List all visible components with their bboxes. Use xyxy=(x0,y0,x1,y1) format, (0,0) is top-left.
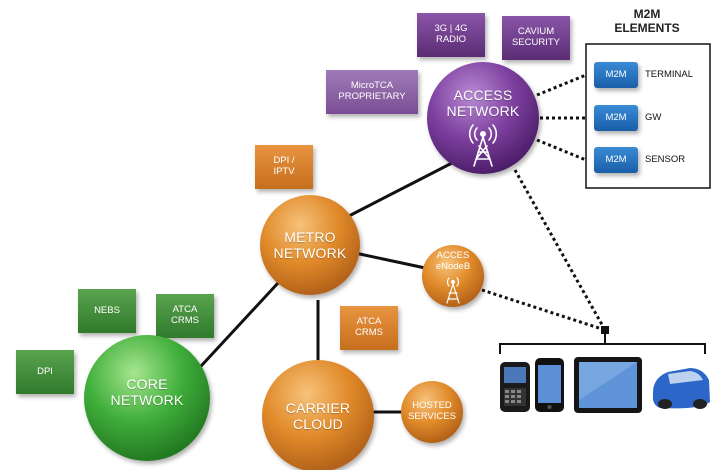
link-metro-core xyxy=(188,281,280,380)
m2m-terminal-label: TERMINAL xyxy=(645,69,694,80)
box-nebs xyxy=(78,289,136,333)
dpi-box-label: DPI xyxy=(37,365,53,377)
box-dpi-iptv xyxy=(255,145,313,189)
devices-bracket xyxy=(499,343,706,354)
node-metro-network xyxy=(260,195,360,295)
metro-network-label: METRO NETWORK xyxy=(273,228,347,261)
smartphone-icon xyxy=(535,358,564,412)
tablet-icon xyxy=(574,357,642,413)
box-cavium-security xyxy=(502,16,570,60)
carrier-cloud-label: CARRIER CLOUD xyxy=(285,399,351,432)
nebs-box-label: NEBS xyxy=(94,304,120,316)
m2m-elements-title: M2M ELEMENTS xyxy=(614,7,680,35)
atca-crms-core-label: ATCA CRMS xyxy=(171,304,199,326)
acces-enodeb-label: ACCES eNodeB xyxy=(435,250,471,272)
node-hosted-services xyxy=(401,381,463,443)
m2m-chip-sensor xyxy=(594,147,638,173)
box-atca-crms-metro xyxy=(340,306,398,350)
dotted-access-devices xyxy=(513,169,607,331)
hosted-services-label: HOSTED SERVICES xyxy=(408,400,456,422)
box-atca-crms-core xyxy=(156,294,214,338)
core-network-label: CORE NETWORK xyxy=(110,375,184,408)
node-access-network xyxy=(427,62,539,174)
node-carrier-cloud xyxy=(262,360,374,470)
dotted-links xyxy=(481,73,607,332)
junction-dot xyxy=(601,326,609,334)
box-microtca-proprietary xyxy=(326,70,418,114)
access-network-label: ACCESS NETWORK xyxy=(446,86,520,119)
blackberry-phone-icon xyxy=(500,362,530,412)
m2m-gw-label: GW xyxy=(645,112,662,123)
radio-box-label: 3G | 4G RADIO xyxy=(434,23,468,45)
car-icon xyxy=(652,368,710,409)
m2m-chip-terminal xyxy=(594,62,638,88)
box-3g4g-radio xyxy=(417,13,485,57)
m2m-chip-terminal-label: M2M xyxy=(605,68,627,80)
antenna-icon-small xyxy=(446,277,460,304)
m2m-sensor-label: SENSOR xyxy=(645,154,686,165)
node-core-network xyxy=(84,335,210,461)
link-metro-enodeb xyxy=(354,251,431,271)
link-metro-access xyxy=(344,161,453,220)
solid-links xyxy=(188,161,453,414)
microtca-box-label: MicroTCA PROPRIETARY xyxy=(338,80,406,102)
m2m-chip-gw-label: M2M xyxy=(605,111,627,123)
dotted-access-terminal xyxy=(536,73,587,97)
atca-crms-metro-label: ATCA CRMS xyxy=(355,316,383,338)
antenna-icon xyxy=(468,124,498,167)
dpi-iptv-box-label: DPI / IPTV xyxy=(273,155,295,177)
m2m-chip-sensor-label: M2M xyxy=(605,153,627,165)
node-acces-enodeb xyxy=(422,245,484,307)
box-dpi xyxy=(16,350,74,394)
dotted-access-sensor xyxy=(536,138,587,162)
cavium-box-label: CAVIUM SECURITY xyxy=(511,26,561,48)
m2m-chip-gw xyxy=(594,105,638,131)
